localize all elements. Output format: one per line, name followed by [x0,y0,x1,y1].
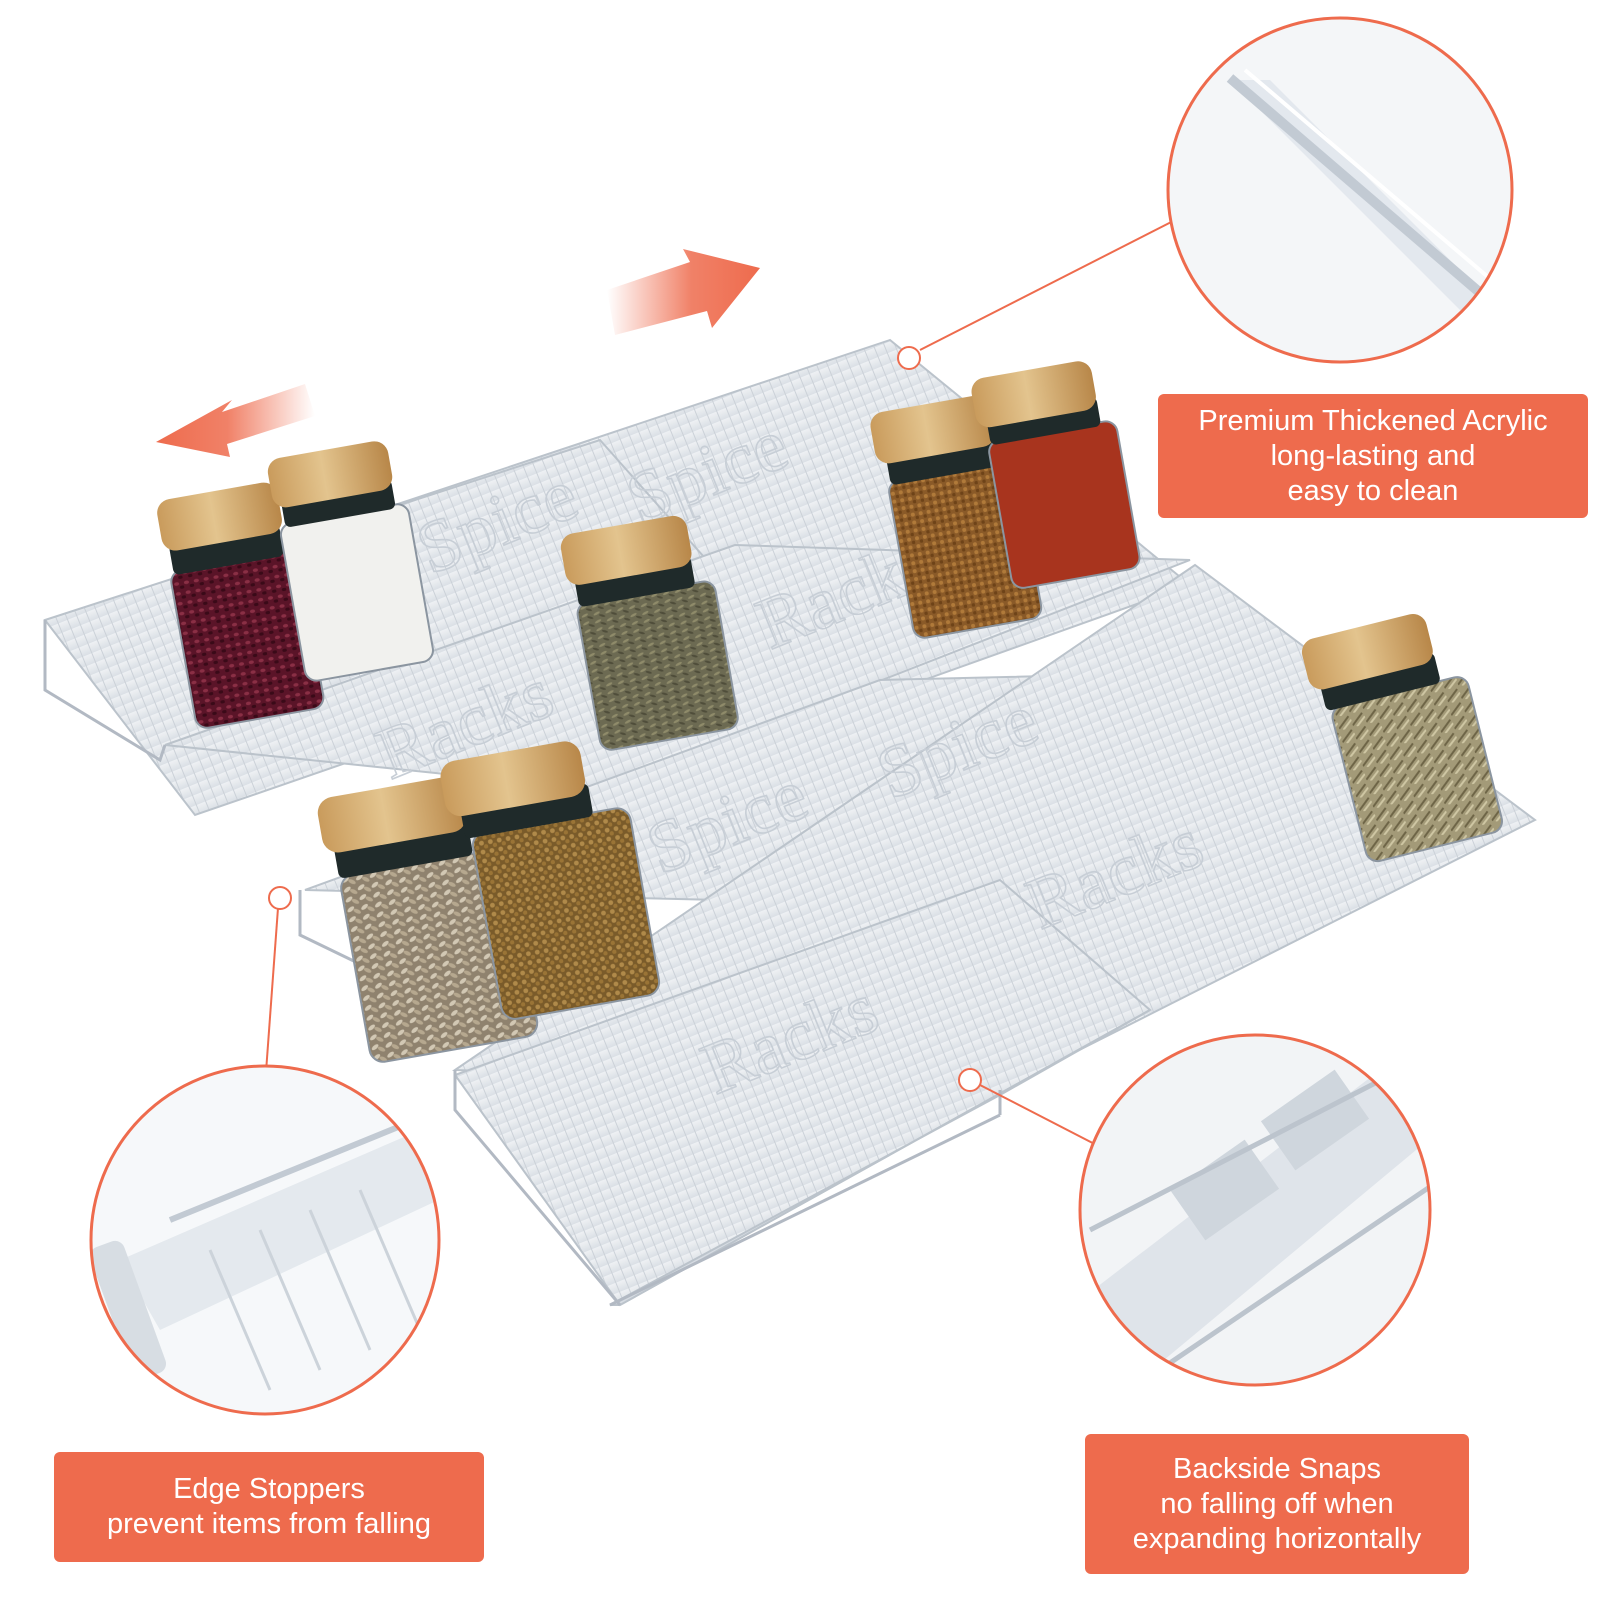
spice-jar [267,441,434,682]
arrow-left-icon [156,384,315,457]
spice-jar [971,361,1141,589]
callout-line: expanding horizontally [1132,1522,1422,1555]
callout-line: no falling off when [1160,1487,1394,1520]
callout-line: long-lasting and [1270,439,1476,472]
detail-circle-acrylic [1166,16,1514,364]
callout-line: easy to clean [1287,474,1459,507]
spice-jar [560,515,739,751]
spice-jar [440,741,661,1020]
detail-circle-snaps [1078,1033,1432,1387]
callout-leaders [265,214,1186,1154]
callout-line: Premium Thickened Acrylic [1198,404,1548,437]
spice-jar [1301,613,1503,863]
arrow-right-icon [607,249,760,335]
callout-line: Backside Snaps [1173,1452,1381,1485]
callout-acrylic: Premium Thickened Acrylic long-lasting a… [1158,394,1588,518]
detail-circle-edge [89,1064,441,1416]
callout-backside-snaps: Backside Snaps no falling off when expan… [1085,1434,1469,1574]
callout-line: prevent items from falling [107,1508,431,1540]
callout-edge-stoppers: Edge Stoppers prevent items from falling [54,1452,484,1562]
callout-line: Edge Stoppers [173,1473,365,1505]
